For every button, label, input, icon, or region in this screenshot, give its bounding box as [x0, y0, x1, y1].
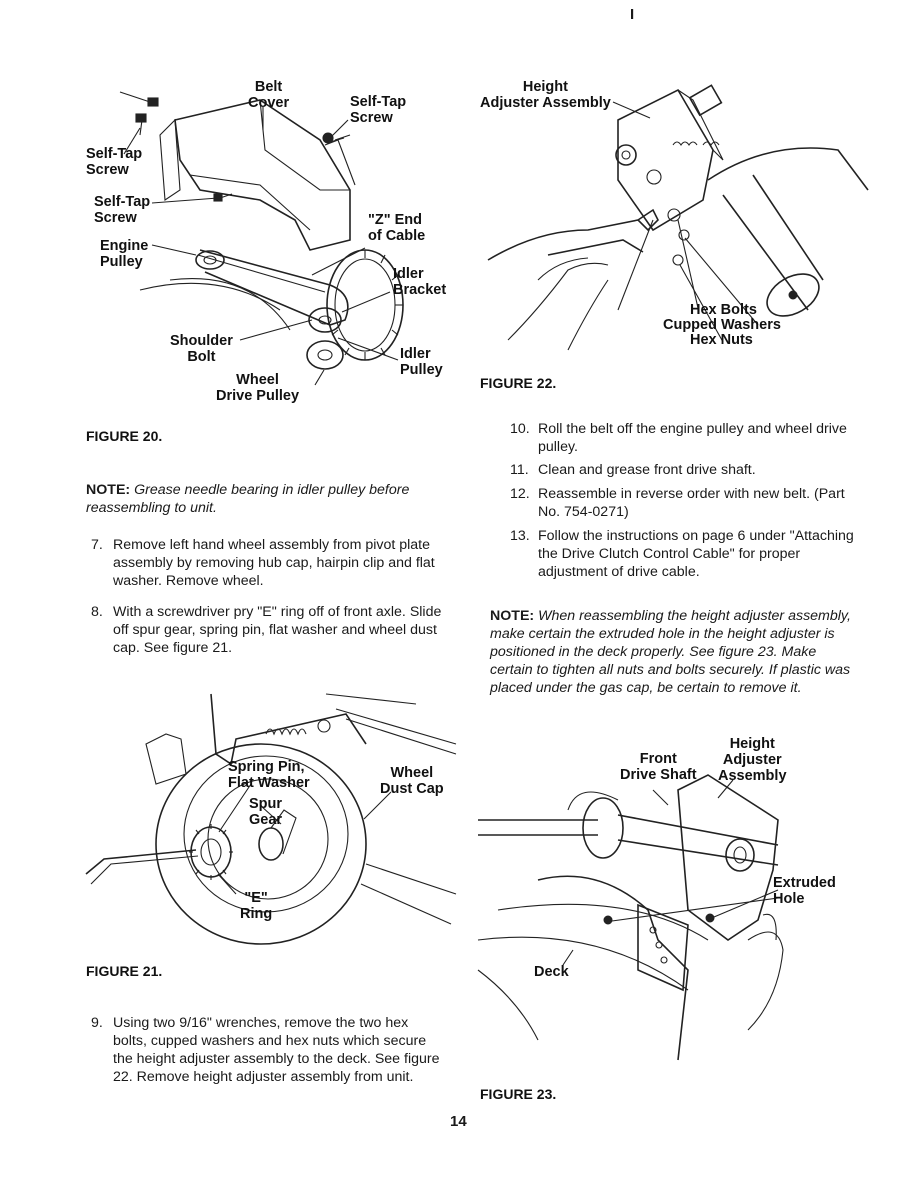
label-spring-pin-flat-washer: Spring Pin, Flat Washer [228, 759, 310, 791]
step-9: 9. Using two 9/16" wrenches, remove the … [91, 1014, 446, 1094]
step-12: 12. Reassemble in reverse order with new… [510, 485, 870, 523]
step-number: 9. [91, 1015, 103, 1031]
label-height-adjuster-assembly: Height Adjuster Assembly [480, 79, 611, 111]
step-number: 13. [510, 528, 530, 544]
step-text: Using two 9/16" wrenches, remove the two… [113, 1015, 440, 1085]
step-number: 10. [510, 421, 530, 437]
label-shoulder-bolt: Shoulder Bolt [170, 333, 233, 365]
label-hex-nuts: Hex Nuts [690, 332, 753, 348]
step-number: 8. [91, 604, 103, 620]
left-note: NOTE: Grease needle bearing in idler pul… [86, 481, 446, 517]
figure-20-caption: FIGURE 20. [86, 428, 163, 444]
step-number: 7. [91, 537, 103, 553]
step-text: Reassemble in reverse order with new bel… [538, 486, 845, 520]
step-7: 7. Remove left hand wheel assembly from … [91, 536, 446, 592]
figure-20-illustration [119, 91, 404, 386]
label-self-tap-screw-right: Self-Tap Screw [350, 94, 407, 126]
step-text: Roll the belt off the engine pulley and … [538, 421, 847, 455]
label-deck: Deck [534, 964, 569, 980]
left-note-label: NOTE: [86, 482, 131, 498]
label-engine-pulley: Engine Pulley [100, 238, 149, 270]
figure-23-caption: FIGURE 23. [480, 1086, 557, 1102]
right-note-label: NOTE: [490, 608, 535, 624]
figure-23-illustration [477, 774, 784, 1061]
label-extruded-hole: Extruded Hole [773, 875, 836, 907]
label-idler-bracket: Idler Bracket [393, 266, 447, 298]
label-idler-pulley: Idler Pulley [400, 346, 443, 378]
label-height-adjuster-assembly-23: Height Adjuster Assembly [718, 736, 787, 784]
left-note-text: Grease needle bearing in idler pulley be… [86, 482, 410, 516]
label-hex-bolts: Hex Bolts [690, 302, 757, 318]
right-note: NOTE: When reassembling the height adjus… [490, 607, 852, 697]
label-z-end-cable: "Z" End of Cable [368, 212, 426, 244]
label-spur-gear: Spur Gear [249, 796, 283, 828]
step-13: 13. Follow the instructions on page 6 un… [510, 527, 870, 583]
figure-21-illustration [85, 693, 457, 945]
label-self-tap-screw-left: Self-Tap Screw [94, 194, 151, 226]
step-number: 11. [510, 462, 529, 478]
step-number: 12. [510, 486, 530, 502]
step-8: 8. With a screwdriver pry "E" ring off o… [91, 603, 446, 659]
step-text: Clean and grease front drive shaft. [538, 462, 756, 478]
right-note-text: When reassembling the height adjuster as… [490, 608, 851, 696]
step-10: 10. Roll the belt off the engine pulley … [510, 420, 870, 458]
figure-22-illustration [487, 84, 869, 351]
step-11: 11. Clean and grease front drive shaft. [510, 461, 870, 481]
label-belt-cover: Belt Cover [248, 79, 290, 111]
step-text: Remove left hand wheel assembly from piv… [113, 537, 435, 589]
figure-21-caption: FIGURE 21. [86, 963, 163, 979]
header-mark: I [630, 6, 635, 23]
label-wheel-drive-pulley: Wheel Drive Pulley [216, 372, 300, 404]
page-number: 14 [450, 1113, 467, 1130]
label-cupped-washers: Cupped Washers [663, 317, 781, 333]
step-text: Follow the instructions on page 6 under … [538, 528, 854, 580]
figure-22-caption: FIGURE 22. [480, 375, 557, 391]
label-e-ring: "E" Ring [240, 890, 273, 922]
label-self-tap-screw-top-left: Self-Tap Screw [86, 146, 143, 178]
step-text: With a screwdriver pry "E" ring off of f… [113, 604, 442, 656]
label-wheel-dust-cap: Wheel Dust Cap [380, 765, 444, 797]
label-front-drive-shaft: Front Drive Shaft [620, 751, 697, 783]
